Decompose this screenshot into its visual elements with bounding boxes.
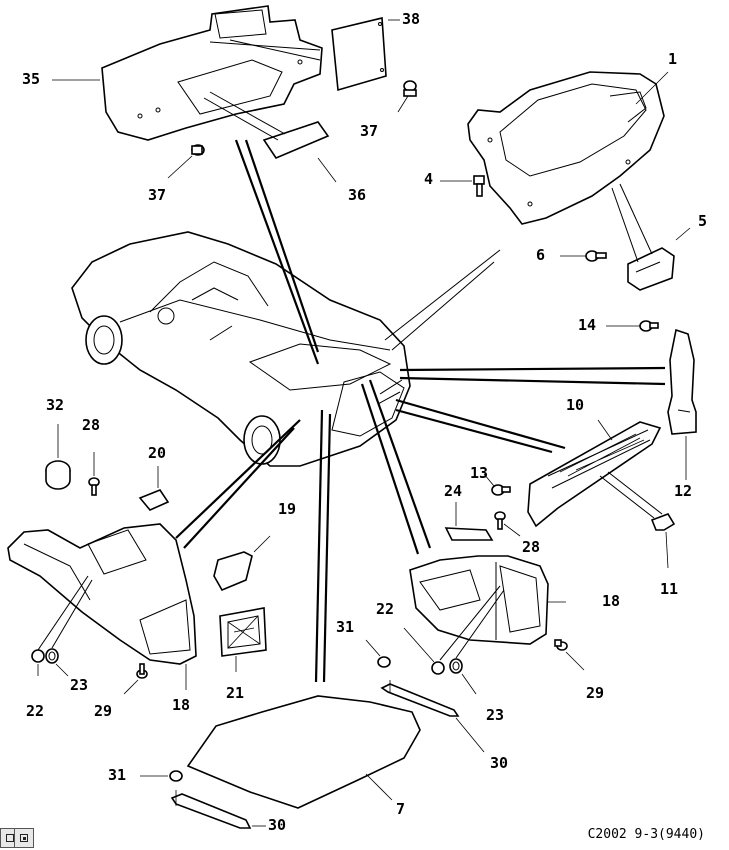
part-1-trunk-lid-trim[interactable] — [467, 71, 665, 225]
part-14-screw[interactable] — [639, 320, 659, 332]
car-convertible-body — [71, 231, 411, 467]
callout-18[interactable]: 18 — [602, 592, 621, 610]
callout-4[interactable]: 4 — [424, 170, 434, 188]
part-29-clip-right[interactable] — [554, 639, 568, 651]
part-7-floor-mat[interactable] — [186, 695, 421, 809]
part-5-handle[interactable] — [627, 247, 675, 291]
target-dot-icon — [23, 837, 26, 840]
callout-13[interactable]: 13 — [470, 464, 489, 482]
part-36-pad[interactable] — [262, 121, 330, 159]
part-6-screw[interactable] — [585, 250, 607, 262]
callout-22[interactable]: 22 — [26, 702, 45, 720]
callout-12[interactable]: 12 — [674, 482, 693, 500]
part-19-cover[interactable] — [213, 551, 253, 592]
part-20-pad[interactable] — [138, 489, 170, 511]
callout-35[interactable]: 35 — [22, 70, 41, 88]
part-11-clip[interactable] — [650, 513, 676, 531]
part-29-clip-left[interactable] — [136, 663, 148, 679]
part-38-cover-plate[interactable] — [331, 17, 387, 92]
callout-1[interactable]: 1 — [668, 50, 678, 68]
part-21-grille[interactable] — [219, 607, 267, 657]
callout-19[interactable]: 19 — [278, 500, 297, 518]
part-18-side-trim-left[interactable] — [7, 523, 197, 665]
part-10-sill-plate[interactable] — [527, 421, 662, 528]
callout-10[interactable]: 10 — [566, 396, 585, 414]
callout-31[interactable]: 31 — [108, 766, 127, 784]
part-30-rail-right[interactable] — [380, 680, 460, 717]
part-35-rear-shelf-panel[interactable] — [101, 5, 323, 141]
callout-7[interactable]: 7 — [396, 800, 406, 818]
zoom-window-button[interactable] — [14, 828, 34, 848]
part-24-bracket[interactable] — [444, 527, 494, 541]
callout-20[interactable]: 20 — [148, 444, 167, 462]
callout-23[interactable]: 23 — [70, 676, 89, 694]
part-23-grommet-right[interactable] — [449, 658, 463, 674]
part-28-screw-right[interactable] — [494, 511, 506, 530]
callout-21[interactable]: 21 — [226, 684, 245, 702]
part-31-nut-left[interactable] — [169, 770, 183, 782]
callout-37[interactable]: 37 — [360, 122, 379, 140]
part-32-grommet[interactable] — [45, 460, 71, 490]
callout-37[interactable]: 37 — [148, 186, 167, 204]
callout-29[interactable]: 29 — [586, 684, 605, 702]
square-target-icon — [20, 834, 28, 842]
callout-18[interactable]: 18 — [172, 696, 191, 714]
part-12-side-trim[interactable] — [667, 328, 697, 435]
callout-30[interactable]: 30 — [268, 816, 287, 834]
callout-14[interactable]: 14 — [578, 316, 597, 334]
callout-23[interactable]: 23 — [486, 706, 505, 724]
part-4-screw[interactable] — [473, 175, 485, 197]
callout-22[interactable]: 22 — [376, 600, 395, 618]
callout-28[interactable]: 28 — [82, 416, 101, 434]
part-31-nut-right[interactable] — [377, 656, 391, 668]
callout-38[interactable]: 38 — [402, 10, 421, 28]
part-37-clip-right[interactable] — [403, 80, 417, 97]
frame-icon — [6, 834, 14, 842]
callout-24[interactable]: 24 — [444, 482, 463, 500]
callout-36[interactable]: 36 — [348, 186, 367, 204]
callout-6[interactable]: 6 — [536, 246, 546, 264]
diagram-caption: C2002 9-3(9440) — [587, 827, 705, 842]
part-28-screw-left[interactable] — [88, 477, 100, 496]
part-18-side-trim-right[interactable] — [409, 555, 549, 645]
part-13-screw[interactable] — [491, 484, 511, 496]
callout-11[interactable]: 11 — [660, 580, 679, 598]
callout-29[interactable]: 29 — [94, 702, 113, 720]
callout-5[interactable]: 5 — [698, 212, 708, 230]
callout-28[interactable]: 28 — [522, 538, 541, 556]
part-23-grommet-left[interactable] — [45, 648, 59, 664]
callout-30[interactable]: 30 — [490, 754, 509, 772]
part-22-plug-left[interactable] — [31, 649, 45, 663]
part-30-rail-left[interactable] — [170, 790, 252, 829]
callout-31[interactable]: 31 — [336, 618, 355, 636]
callout-32[interactable]: 32 — [46, 396, 65, 414]
part-37-clip-left[interactable] — [191, 144, 205, 156]
part-22-plug-right[interactable] — [431, 661, 445, 675]
